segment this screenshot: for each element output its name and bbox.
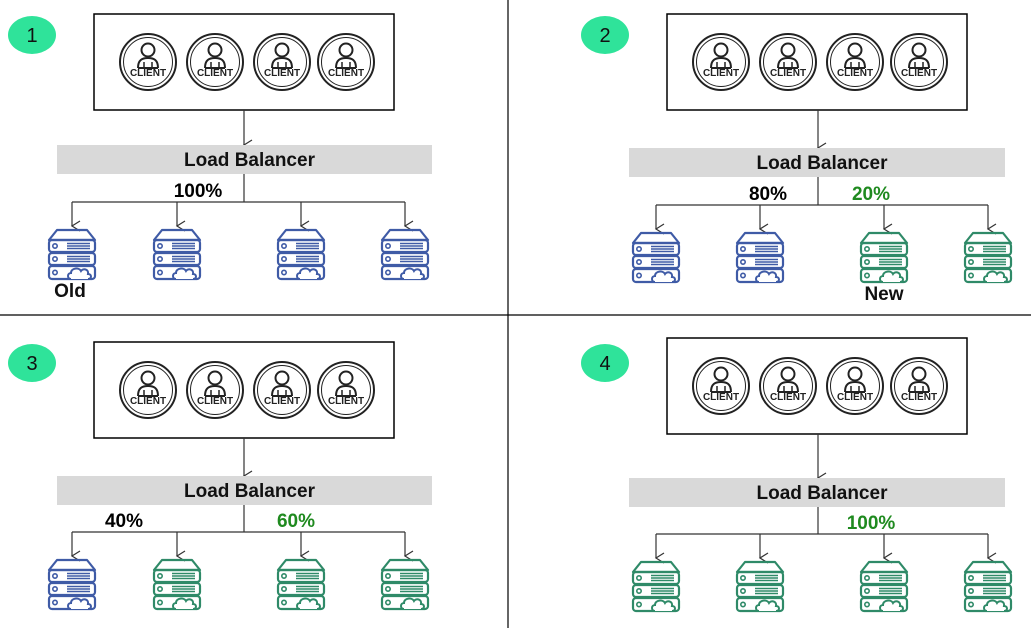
client-icon: CLIENT	[826, 357, 884, 415]
step-number: 3	[26, 353, 37, 375]
step-badge-shape	[8, 16, 56, 54]
step-badge: 2	[581, 16, 629, 54]
client-label: CLIENT	[770, 68, 806, 79]
client-label: CLIENT	[130, 396, 166, 407]
client-label: CLIENT	[770, 392, 806, 403]
old-traffic-percent: 40%	[105, 511, 143, 532]
load-balancer-label: Load Balancer	[757, 483, 889, 504]
client-icon: CLIENT	[692, 33, 750, 91]
new-server-icon	[735, 560, 785, 613]
client-icon: CLIENT	[759, 357, 817, 415]
new-traffic-percent: 60%	[277, 511, 315, 532]
new-server-icon	[963, 231, 1013, 284]
client-icon: CLIENT	[890, 33, 948, 91]
client-label: CLIENT	[264, 396, 300, 407]
old-version-caption: Old	[54, 281, 86, 302]
step-number: 4	[599, 353, 610, 375]
clients-box: CLIENT CLIENT CLIENT CLIENT	[93, 13, 395, 111]
new-server-icon	[963, 560, 1013, 613]
client-label: CLIENT	[197, 68, 233, 79]
client-label: CLIENT	[328, 68, 364, 79]
step-badge-shape	[8, 344, 56, 382]
new-server-icon	[859, 231, 909, 284]
client-icon: CLIENT	[186, 33, 244, 91]
client-icon: CLIENT	[253, 361, 311, 419]
client-label: CLIENT	[130, 68, 166, 79]
old-server-icon	[47, 558, 97, 611]
load-balancer-label: Load Balancer	[184, 481, 316, 502]
old-traffic-percent: 80%	[749, 184, 787, 205]
old-traffic-percent: 100%	[174, 181, 223, 202]
step-badge: 1	[8, 16, 56, 54]
new-traffic-percent: 20%	[852, 184, 890, 205]
clients-box: CLIENT CLIENT CLIENT CLIENT	[666, 13, 968, 111]
old-server-icon	[152, 228, 202, 281]
new-server-icon	[859, 560, 909, 613]
step-number: 1	[26, 25, 37, 47]
client-icon: CLIENT	[186, 361, 244, 419]
client-icon: CLIENT	[826, 33, 884, 91]
load-balancer: Load Balancer	[629, 478, 1005, 507]
client-icon: CLIENT	[119, 361, 177, 419]
clients-box: CLIENT CLIENT CLIENT CLIENT	[93, 341, 395, 439]
step-badge-shape	[581, 16, 629, 54]
client-icon: CLIENT	[759, 33, 817, 91]
step-number: 2	[599, 25, 610, 47]
old-server-icon	[276, 228, 326, 281]
old-server-icon	[47, 228, 97, 281]
load-balancer-bar	[629, 478, 1005, 507]
old-server-icon	[631, 231, 681, 284]
new-server-icon	[380, 558, 430, 611]
client-label: CLIENT	[837, 68, 873, 79]
new-server-icon	[631, 560, 681, 613]
step-badge: 4	[581, 344, 629, 382]
old-server-icon	[380, 228, 430, 281]
client-label: CLIENT	[901, 68, 937, 79]
routing-tree	[654, 507, 997, 564]
new-server-icon	[276, 558, 326, 611]
client-label: CLIENT	[901, 392, 937, 403]
load-balancer-bar	[57, 145, 432, 174]
client-icon: CLIENT	[119, 33, 177, 91]
load-balancer: Load Balancer	[57, 476, 432, 505]
client-label: CLIENT	[837, 392, 873, 403]
load-balancer-bar	[57, 476, 432, 505]
new-traffic-percent: 100%	[847, 513, 896, 534]
client-label: CLIENT	[264, 68, 300, 79]
step-badge: 3	[8, 344, 56, 382]
client-icon: CLIENT	[253, 33, 311, 91]
routing-tree	[70, 174, 414, 232]
load-balancer: Load Balancer	[57, 145, 432, 174]
client-label: CLIENT	[703, 392, 739, 403]
step-badge-shape	[581, 344, 629, 382]
client-label: CLIENT	[197, 396, 233, 407]
new-server-icon	[152, 558, 202, 611]
client-icon: CLIENT	[692, 357, 750, 415]
load-balancer-label: Load Balancer	[184, 150, 316, 171]
load-balancer-bar	[629, 148, 1005, 177]
client-icon: CLIENT	[317, 361, 375, 419]
client-icon: CLIENT	[890, 357, 948, 415]
clients-box: CLIENT CLIENT CLIENT CLIENT	[666, 337, 968, 435]
client-label: CLIENT	[703, 68, 739, 79]
client-icon: CLIENT	[317, 33, 375, 91]
load-balancer-label: Load Balancer	[757, 153, 889, 174]
routing-tree	[654, 177, 997, 235]
routing-tree	[70, 505, 414, 562]
new-version-caption: New	[864, 284, 903, 305]
load-balancer: Load Balancer	[629, 148, 1005, 177]
old-server-icon	[735, 231, 785, 284]
client-label: CLIENT	[328, 396, 364, 407]
